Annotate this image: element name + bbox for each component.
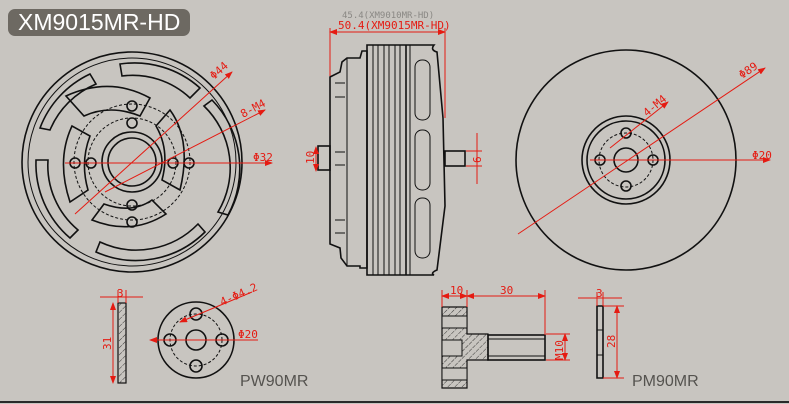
rear-pcd: Φ20 <box>752 149 772 162</box>
pm-thickness: 3 <box>596 287 603 300</box>
side-view: 45.4(XM9010MR-HD) 50.4(XM9015MR-HD) 10 <box>304 11 484 276</box>
left-shaft-dim: 10 <box>304 151 317 164</box>
pm90mr-part: 3 28 PM90MR <box>578 287 699 390</box>
front-slots <box>35 62 241 262</box>
front-dia-outer: Φ44 <box>207 59 231 82</box>
pw-thickness: 3 <box>117 287 124 300</box>
pw90mr-label: PW90MR <box>240 373 308 390</box>
length-alt: 45.4(XM9010MR-HD) <box>342 11 434 21</box>
pw-holes: 4-Φ4.2 <box>218 281 260 309</box>
shaft-length-dim: 30 <box>500 284 513 297</box>
length: 50.4(XM9015MR-HD) <box>338 19 451 32</box>
rear-holes-label: 4-M4 <box>641 92 670 119</box>
title-badge: XM9015MR-HD <box>8 9 191 36</box>
pw90mr-part: 3 31 4-Φ4.2 Φ20 PW90MR <box>100 281 308 390</box>
pm90mr-label: PM90MR <box>632 373 699 390</box>
rear-view: Φ89 4-M4 Φ20 <box>515 49 772 271</box>
front-view: Φ44 8-M4 Φ32 <box>21 51 273 273</box>
shaft-thread: M10 <box>553 340 566 360</box>
shaft-flange-dim: 10 <box>450 284 463 297</box>
shaft-part: 10 30 M10 <box>441 284 570 389</box>
front-holes-label: 8-M4 <box>238 97 268 121</box>
pw-dia: 31 <box>101 337 114 350</box>
pw-pcd: Φ20 <box>238 328 258 341</box>
front-pcd: Φ32 <box>253 151 273 164</box>
rear-dia-outer: Φ89 <box>736 60 760 82</box>
right-shaft-dim: 6 <box>471 156 484 163</box>
pm-dia: 28 <box>605 335 618 348</box>
